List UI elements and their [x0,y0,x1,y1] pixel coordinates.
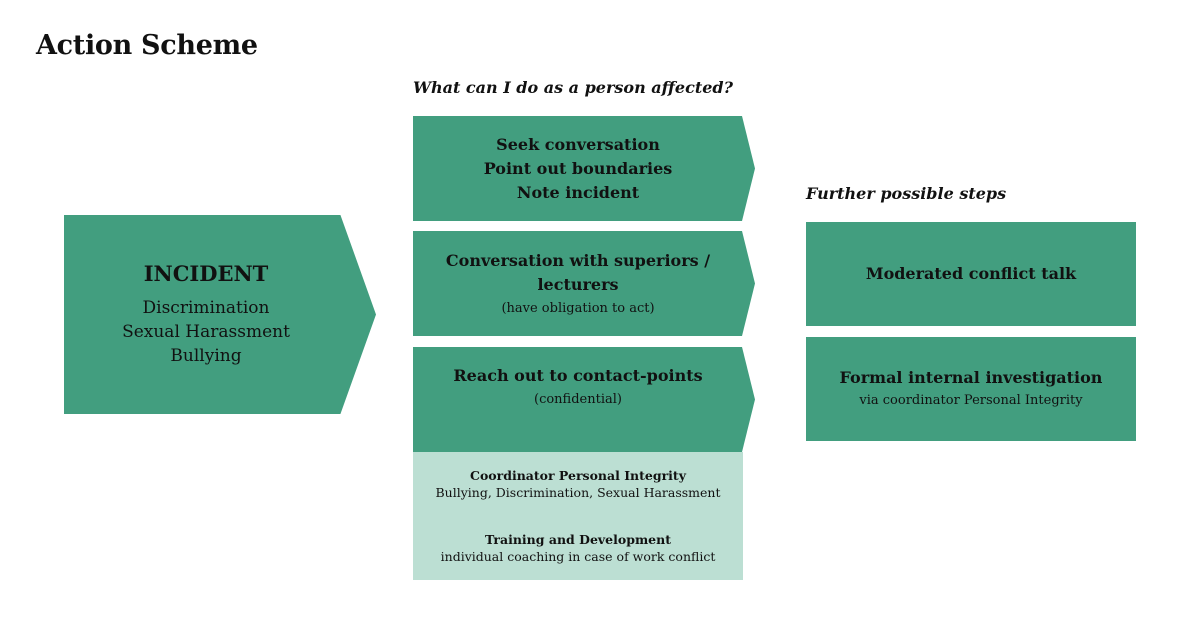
step-note: via coordinator Personal Integrity [859,393,1083,408]
contact-point-name: Coordinator Personal Integrity [470,468,686,483]
action-line: Conversation with superiors / [445,250,711,270]
incident-arrow: INCIDENT Discrimination Sexual Harassmen… [64,215,376,414]
action-seek-conversation: Seek conversation Point out boundaries N… [413,116,755,221]
incident-label: INCIDENT [143,261,269,286]
action-contact-points: Reach out to contact-points (confidentia… [413,347,755,452]
action-line: lecturers [537,274,619,294]
step-label: Formal internal investigation [839,368,1103,387]
incident-item-sexual-harassment: Sexual Harassment [122,322,290,342]
action-line: Point out boundaries [483,158,673,178]
contact-point-description: Bullying, Discrimination, Sexual Harassm… [435,485,721,500]
step-moderated-conflict-talk: Moderated conflict talk [806,222,1136,326]
page-title: Action Scheme [36,30,258,61]
action-note: (confidential) [534,391,622,407]
action-conversation-superiors: Conversation with superiors / lecturers … [413,231,755,336]
step-formal-investigation: Formal internal investigation via coordi… [806,337,1136,441]
action-line: Reach out to contact-points [453,365,703,385]
incident-item-bullying: Bullying [170,346,242,366]
incident-item-discrimination: Discrimination [142,298,270,318]
affected-heading: What can I do as a person affected? [413,78,733,97]
contact-point-name: Training and Development [485,532,671,547]
contact-point-description: individual coaching in case of work conf… [440,549,716,564]
further-heading: Further possible steps [806,184,1007,203]
action-line: Seek conversation [496,134,660,154]
step-label: Moderated conflict talk [865,264,1077,283]
contact-point-training: Training and Development individual coac… [413,516,743,580]
action-note: (have obligation to act) [501,300,655,316]
contact-point-coordinator: Coordinator Personal Integrity Bullying,… [413,452,743,516]
action-line: Note incident [516,182,640,202]
